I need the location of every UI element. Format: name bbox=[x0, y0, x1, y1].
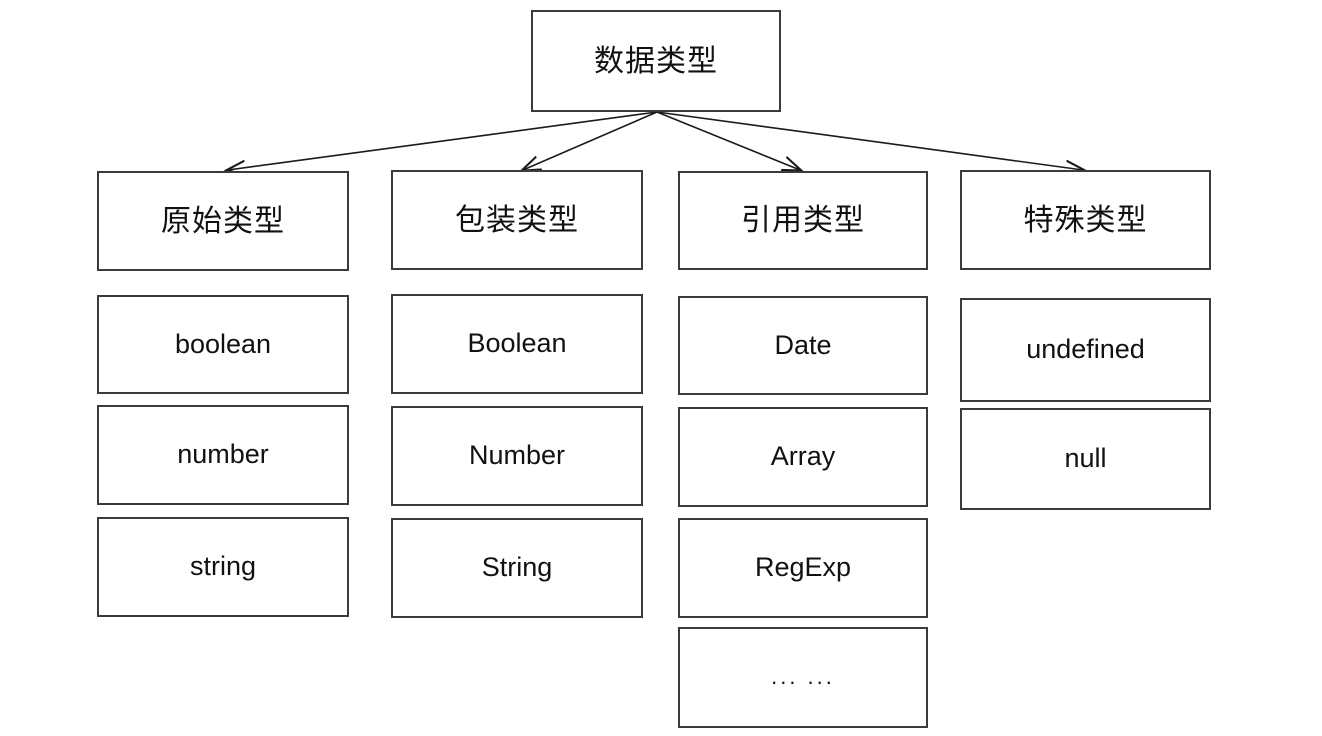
type-node-date[interactable]: Date bbox=[678, 296, 928, 395]
type-node-array-label: Array bbox=[770, 441, 836, 472]
category-node-引用类型[interactable]: 引用类型 bbox=[678, 171, 928, 270]
type-node-array[interactable]: Array bbox=[678, 407, 928, 507]
type-node---label: ... ... bbox=[771, 664, 835, 690]
type-node-number-label: Number bbox=[468, 440, 566, 471]
category-node-引用类型-label: 引用类型 bbox=[741, 204, 865, 237]
type-node-string-label: string bbox=[189, 551, 257, 582]
type-node-null[interactable]: null bbox=[960, 408, 1211, 510]
type-node-null-label: null bbox=[1064, 443, 1107, 474]
type-node-date-label: Date bbox=[774, 329, 832, 360]
arrow-root-to-引用类型 bbox=[656, 111, 800, 170]
type-node-undefined-label: undefined bbox=[1026, 334, 1145, 365]
arrow-group bbox=[228, 111, 1083, 170]
type-node-number[interactable]: Number bbox=[391, 406, 643, 506]
category-node-包装类型-label: 包装类型 bbox=[455, 203, 579, 237]
type-node-number[interactable]: number bbox=[97, 405, 349, 505]
type-node-boolean-label: Boolean bbox=[467, 328, 567, 359]
type-node--[interactable]: ... ... bbox=[678, 627, 928, 728]
category-node-特殊类型[interactable]: 特殊类型 bbox=[960, 170, 1211, 270]
type-node-boolean-label: boolean bbox=[174, 328, 272, 359]
category-node-原始类型-label: 原始类型 bbox=[161, 204, 285, 238]
type-node-string[interactable]: string bbox=[97, 517, 349, 617]
arrow-root-to-包装类型 bbox=[523, 111, 658, 170]
arrow-root-to-原始类型 bbox=[228, 111, 658, 170]
type-node-number-label: number bbox=[177, 439, 269, 470]
root-node-数据类型[interactable]: 数据类型 bbox=[531, 10, 781, 112]
category-node-包装类型[interactable]: 包装类型 bbox=[391, 170, 643, 270]
arrow-root-to-特殊类型 bbox=[656, 111, 1083, 170]
type-node-boolean[interactable]: Boolean bbox=[391, 294, 643, 394]
type-node-string[interactable]: String bbox=[391, 518, 643, 618]
type-node-undefined[interactable]: undefined bbox=[960, 298, 1211, 402]
type-node-regexp-label: RegExp bbox=[754, 552, 852, 583]
category-node-特殊类型-label: 特殊类型 bbox=[1023, 203, 1148, 237]
type-node-regexp[interactable]: RegExp bbox=[678, 518, 928, 618]
category-node-原始类型[interactable]: 原始类型 bbox=[97, 171, 349, 271]
type-node-boolean[interactable]: boolean bbox=[97, 295, 349, 394]
type-node-string-label: String bbox=[481, 552, 553, 583]
root-node-数据类型-label: 数据类型 bbox=[594, 44, 718, 78]
